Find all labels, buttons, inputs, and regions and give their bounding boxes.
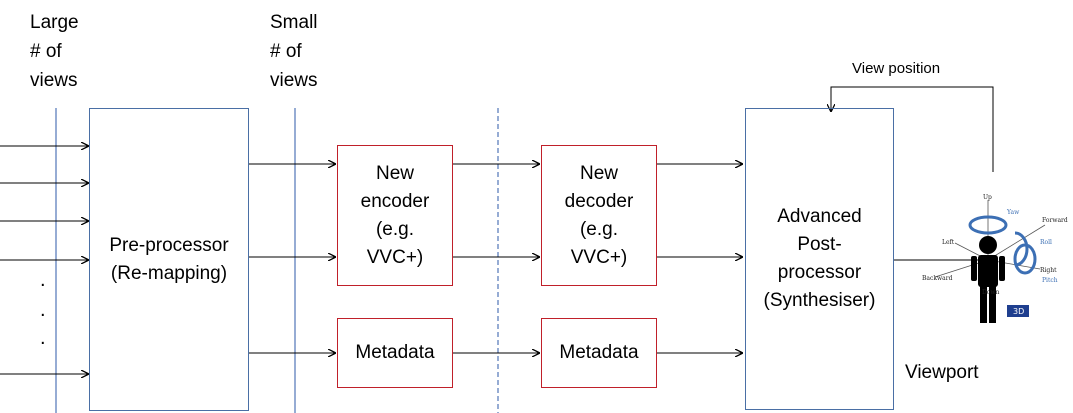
small-views-label: Small # of views: [270, 12, 318, 91]
direction-label-backward: Backward: [922, 275, 953, 282]
input-ellipsis-dot-3: .: [40, 327, 46, 349]
encoder-metadata-box: Metadata: [337, 318, 453, 388]
viewer-orientation-icon: Up Yaw Forward Left Roll Backward Right …: [920, 185, 1070, 335]
direction-label-up: Up: [983, 194, 992, 201]
postprocessor-box: Advanced Post- processor (Synthesiser): [745, 108, 894, 410]
direction-label-right: Right: [1040, 267, 1057, 274]
decoder-metadata-box: Metadata: [541, 318, 657, 388]
direction-label-left: Left: [942, 239, 955, 246]
badge-3d-label: 3D: [1013, 307, 1025, 316]
viewer-figure-graphic: [934, 200, 1046, 323]
rotation-label-yaw: Yaw: [1007, 209, 1020, 216]
viewport-label: Viewport: [905, 362, 979, 383]
view-position-feedback-arrow: [831, 86, 994, 172]
input-ellipsis-dot-1: .: [40, 269, 46, 291]
decoder-box: New decoder (e.g. VVC+): [541, 145, 657, 286]
direction-label-down: Down: [982, 289, 1000, 296]
rotation-label-roll: Roll: [1040, 239, 1052, 246]
encoder-box: New encoder (e.g. VVC+): [337, 145, 453, 286]
large-views-label: Large # of views: [30, 12, 79, 91]
rotation-label-pitch: Pitch: [1042, 277, 1058, 284]
view-position-label: View position: [852, 60, 941, 77]
input-ellipsis-dot-2: .: [40, 299, 46, 321]
direction-label-forward: Forward: [1042, 217, 1068, 224]
preprocessor-box: Pre-processor (Re-mapping): [89, 108, 249, 411]
